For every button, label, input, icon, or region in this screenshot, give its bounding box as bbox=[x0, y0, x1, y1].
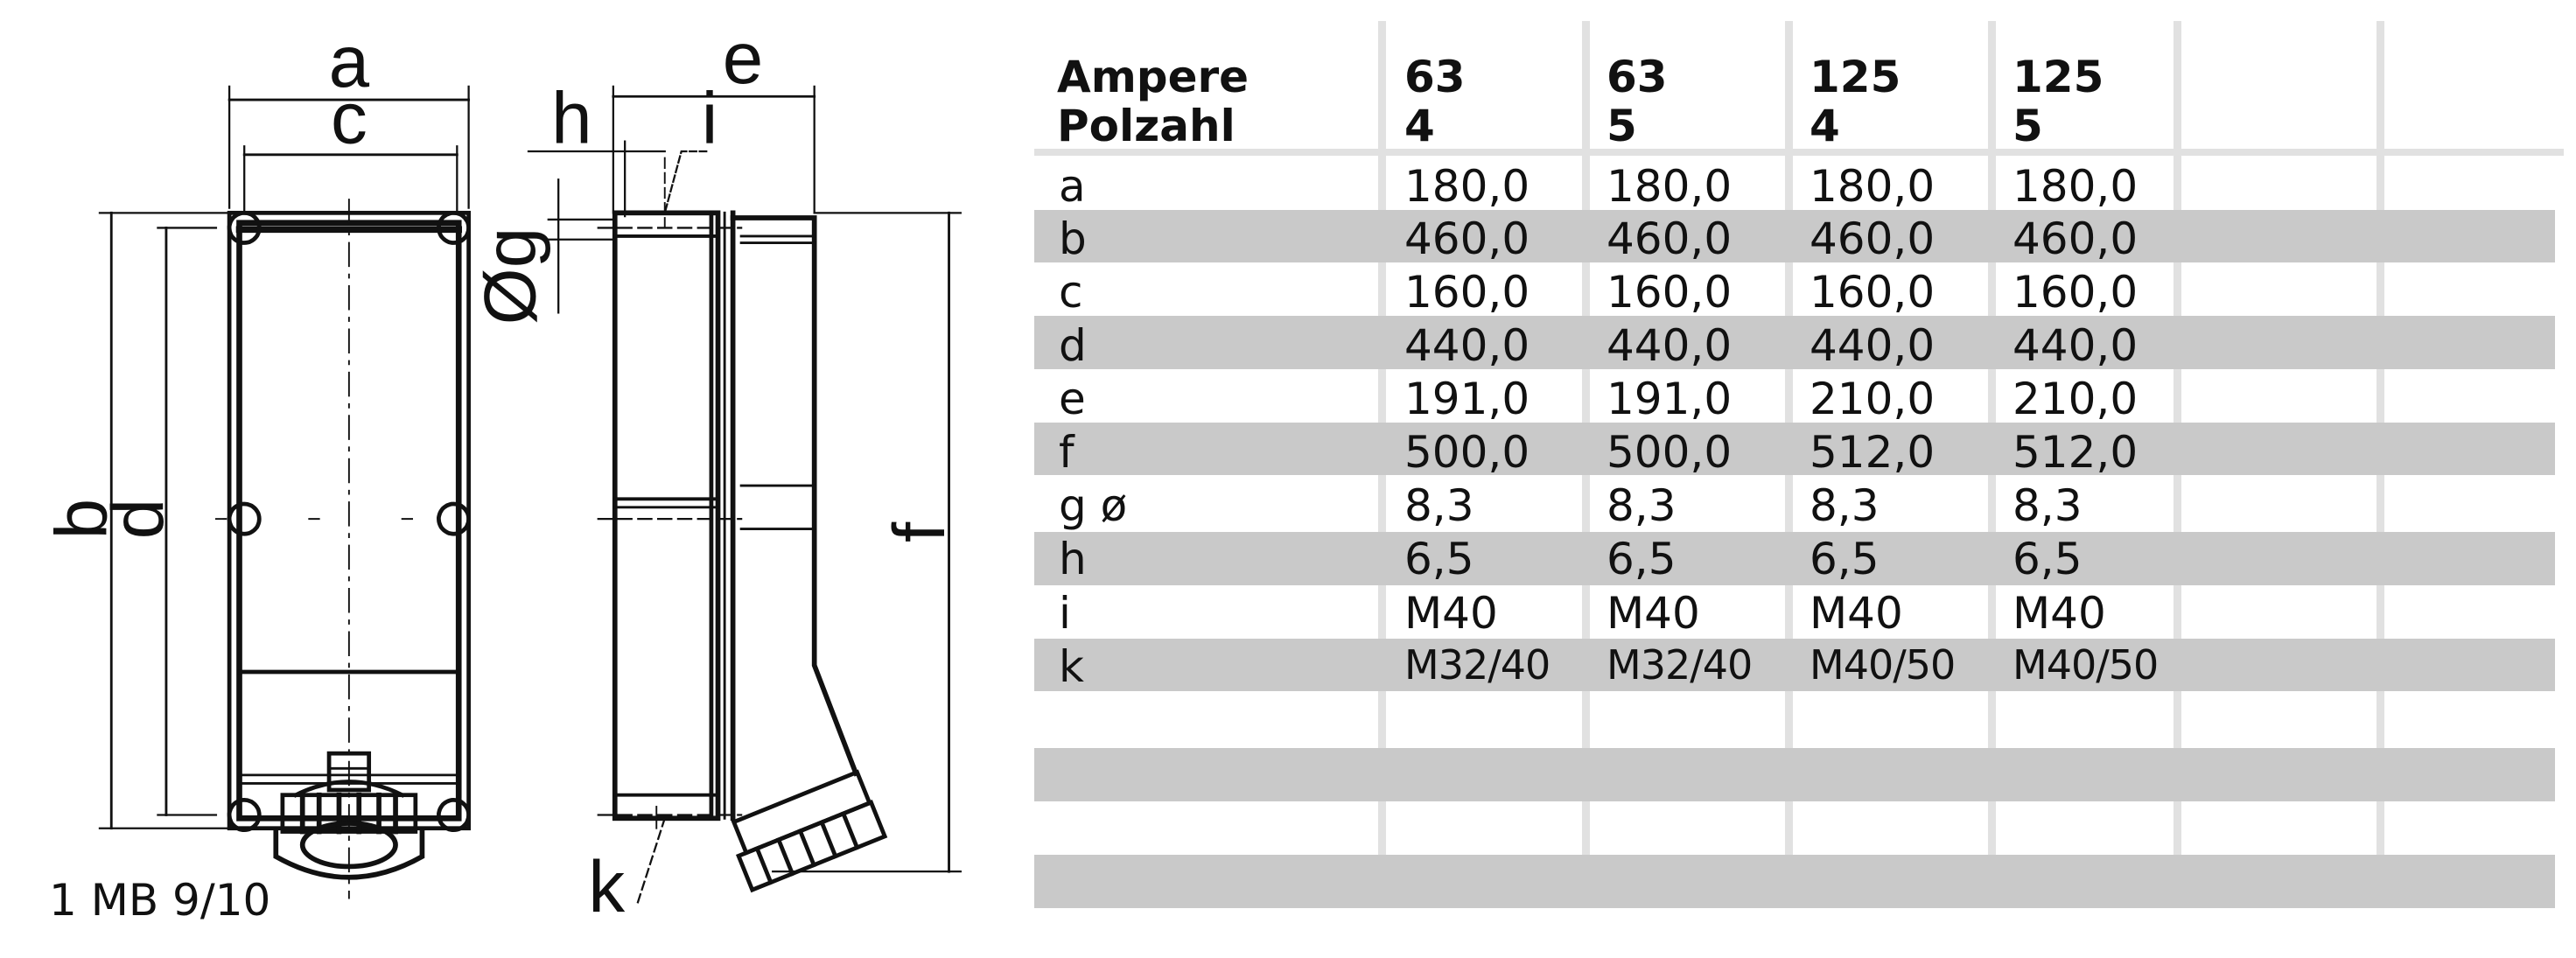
band-overlay-f bbox=[1034, 423, 2555, 475]
row-label: g ø bbox=[1059, 480, 1128, 531]
cell-value: 180,0 bbox=[1404, 161, 1530, 212]
cell-value: 460,0 bbox=[1404, 213, 1530, 264]
band-overlay-b bbox=[1034, 210, 2555, 262]
header-col2-polzahl: 5 bbox=[1606, 101, 1637, 151]
cell-value: 460,0 bbox=[2012, 213, 2138, 264]
dim-label-a: a bbox=[329, 20, 370, 102]
cell-value: 6,5 bbox=[1404, 534, 1474, 584]
cell-value: 6,5 bbox=[1810, 534, 1880, 584]
cell-value: 160,0 bbox=[1404, 267, 1530, 318]
cell-value: 460,0 bbox=[1810, 213, 1936, 264]
cell-value: 160,0 bbox=[1810, 267, 1936, 318]
model-number-label: 1 MB 9/10 bbox=[49, 875, 271, 926]
dim-label-e: e bbox=[723, 17, 763, 99]
header-col1-ampere: 63 bbox=[1404, 52, 1466, 102]
row-label: i bbox=[1059, 588, 1071, 639]
cell-value: M40/50 bbox=[2012, 641, 2159, 689]
dim-label-k: k bbox=[588, 845, 625, 927]
row-label: c bbox=[1059, 267, 1083, 318]
dim-label-i: i bbox=[702, 76, 718, 158]
cell-value: 160,0 bbox=[1606, 267, 1732, 318]
header-col2-ampere: 63 bbox=[1606, 52, 1668, 102]
cell-value: 180,0 bbox=[2012, 161, 2138, 212]
cell-value: 191,0 bbox=[1404, 374, 1530, 424]
row-label: d bbox=[1059, 320, 1087, 371]
row-label: b bbox=[1059, 213, 1087, 264]
cell-value: 8,3 bbox=[2012, 480, 2082, 531]
cell-value: 512,0 bbox=[2012, 427, 2138, 478]
band-overlay-empty-1 bbox=[1034, 748, 2555, 801]
row-label: f bbox=[1059, 427, 1074, 478]
cell-value: 180,0 bbox=[1606, 161, 1732, 212]
cell-value: M40 bbox=[2012, 588, 2106, 639]
cell-value: 191,0 bbox=[1606, 374, 1732, 424]
dim-label-b: b bbox=[40, 499, 122, 540]
cell-value: 6,5 bbox=[1606, 534, 1676, 584]
dim-label-d: d bbox=[96, 499, 178, 540]
dim-label-f: f bbox=[878, 521, 960, 542]
header-col3-ampere: 125 bbox=[1810, 52, 1901, 102]
cell-value: 460,0 bbox=[1606, 213, 1732, 264]
header-col4-ampere: 125 bbox=[2012, 52, 2104, 102]
band-overlay-k bbox=[1034, 639, 2555, 691]
row-label: a bbox=[1059, 161, 1086, 212]
band-overlay-h bbox=[1034, 532, 2555, 585]
dim-label-c: c bbox=[331, 76, 368, 158]
cell-value: 500,0 bbox=[1606, 427, 1732, 478]
cell-value: 440,0 bbox=[1606, 320, 1732, 371]
header-col4-polzahl: 5 bbox=[2012, 101, 2043, 151]
cell-value: 440,0 bbox=[1810, 320, 1936, 371]
dim-label-h: h bbox=[551, 76, 592, 158]
cell-value: M40 bbox=[1810, 588, 1903, 639]
cell-value: M40/50 bbox=[1810, 641, 1956, 689]
row-label: k bbox=[1059, 641, 1084, 692]
band-overlay-d bbox=[1034, 316, 2555, 369]
dim-label-g: Øg bbox=[469, 227, 551, 325]
header-col1-polzahl: 4 bbox=[1404, 101, 1435, 151]
header-label-polzahl: Polzahl bbox=[1057, 101, 1236, 151]
header-separator bbox=[1034, 149, 2564, 156]
cell-value: 210,0 bbox=[2012, 374, 2138, 424]
cell-value: 8,3 bbox=[1810, 480, 1880, 531]
cell-value: M32/40 bbox=[1404, 641, 1550, 689]
cell-value: 180,0 bbox=[1810, 161, 1936, 212]
cell-value: 210,0 bbox=[1810, 374, 1936, 424]
row-label: h bbox=[1059, 534, 1087, 584]
cell-value: M40 bbox=[1404, 588, 1498, 639]
cell-value: 8,3 bbox=[1404, 480, 1474, 531]
cell-value: 6,5 bbox=[2012, 534, 2082, 584]
front-view bbox=[98, 85, 483, 899]
row-label: e bbox=[1059, 374, 1086, 424]
cell-value: M32/40 bbox=[1606, 641, 1753, 689]
band-overlay-empty-2 bbox=[1034, 855, 2555, 908]
cell-value: 440,0 bbox=[1404, 320, 1530, 371]
side-view bbox=[527, 85, 962, 908]
cell-value: 440,0 bbox=[2012, 320, 2138, 371]
header-col3-polzahl: 4 bbox=[1810, 101, 1840, 151]
cell-value: M40 bbox=[1606, 588, 1700, 639]
header-label-ampere: Ampere bbox=[1057, 52, 1250, 102]
cell-value: 500,0 bbox=[1404, 427, 1530, 478]
cell-value: 160,0 bbox=[2012, 267, 2138, 318]
cell-value: 512,0 bbox=[1810, 427, 1936, 478]
cell-value: 8,3 bbox=[1606, 480, 1676, 531]
